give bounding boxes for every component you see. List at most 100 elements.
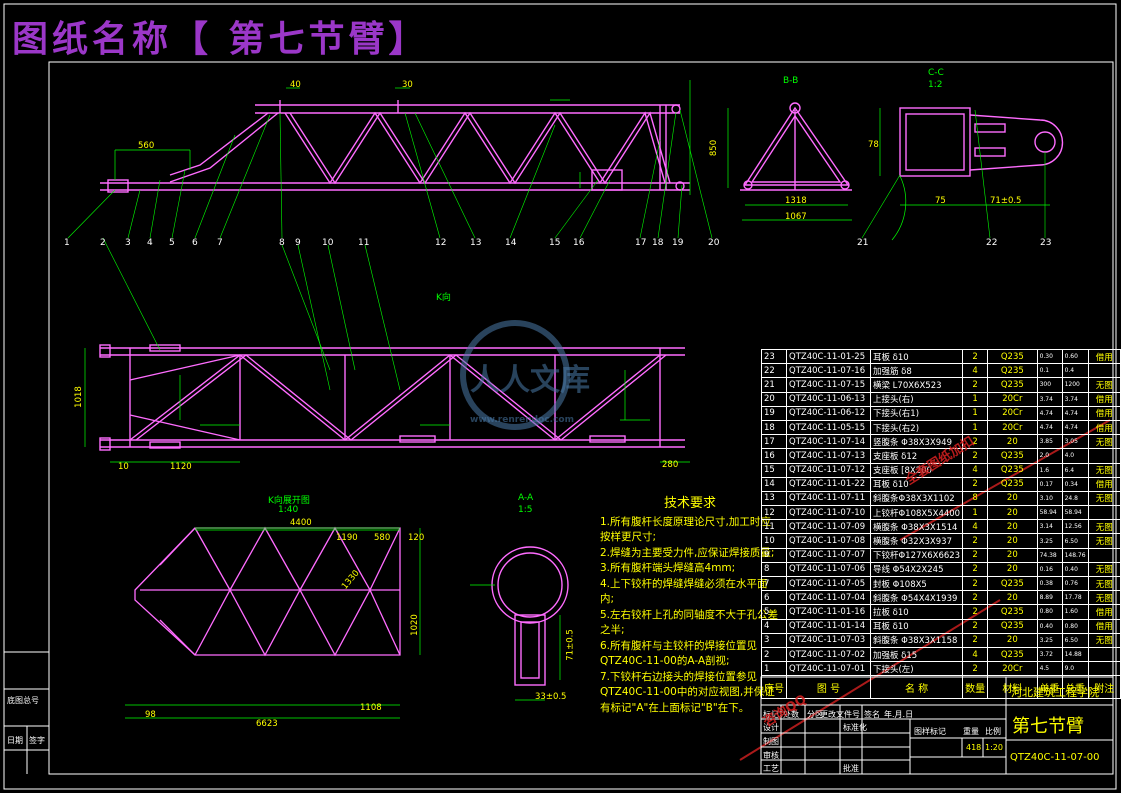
dim-580: 580 bbox=[374, 533, 391, 543]
bom-cell-w2: 12.56 bbox=[1061, 519, 1089, 535]
tb-zone: 分区 bbox=[807, 710, 823, 719]
bom-cell-w2: 1200 bbox=[1061, 377, 1089, 393]
section-aa bbox=[491, 546, 569, 686]
bom-cell-rem: 借用 bbox=[1087, 405, 1121, 421]
bom-cell-name: 斜腹条 Φ38X3X1158 bbox=[869, 632, 964, 648]
title-block-grid bbox=[760, 676, 1114, 775]
bom-cell-qty: 2 bbox=[962, 575, 989, 592]
bom-cell-w2: 0.80 bbox=[1061, 618, 1089, 634]
bom-cell-name: 上接头(右) bbox=[869, 391, 964, 407]
bom-cell-code: QTZ40C-11-07-11 bbox=[786, 490, 871, 507]
tb-standard: 标准化 bbox=[843, 723, 867, 732]
tb-craft: 工艺 bbox=[763, 764, 779, 773]
bom-cell-code: QTZ40C-11-07-16 bbox=[786, 363, 871, 379]
bom-cell-w2: 4.74 bbox=[1061, 405, 1089, 421]
watermark-logo-icon bbox=[460, 320, 570, 430]
bom-cell-no: 4 bbox=[761, 618, 787, 634]
part-name: 第七节臂 bbox=[1012, 716, 1084, 737]
dim-1108: 1108 bbox=[360, 703, 382, 713]
dim-1120: 1120 bbox=[170, 462, 192, 472]
callout-2: 2 bbox=[100, 238, 106, 248]
view-scale-k-expand: 1:40 bbox=[278, 505, 299, 515]
bom-cell-no: 1 bbox=[761, 661, 787, 677]
leader-lines bbox=[67, 109, 1046, 391]
tb-scale-value: 1:20 bbox=[985, 743, 1003, 752]
callout-1: 1 bbox=[64, 238, 70, 248]
tech-req-item: 6.所有腹杆与主铰杆的焊接位置见QTZ40C-11-00的A-A剖视; bbox=[600, 639, 758, 668]
bom-cell-code: QTZ40C-11-06-12 bbox=[786, 405, 871, 421]
tb-mark: 标记 bbox=[763, 710, 779, 719]
bom-cell-name: 上铰杆Φ108X5X4400 bbox=[869, 505, 964, 521]
bom-cell-qty: 1 bbox=[962, 505, 989, 521]
bom-cell-rem bbox=[1087, 505, 1121, 521]
dim-1190: 1190 bbox=[336, 533, 358, 543]
technical-requirements: 技术要求 1.所有腹杆长度原理论尺寸,加工时应按样更尺寸; 2.焊缝为主要受力件… bbox=[600, 496, 780, 716]
bom-cell-qty: 2 bbox=[962, 632, 989, 648]
callout-14: 14 bbox=[505, 238, 517, 248]
bom-cell-rem: 无图 bbox=[1087, 561, 1121, 578]
bom-cell-code: QTZ40C-11-07-07 bbox=[786, 547, 871, 563]
bom-cell-name: 横腹条 Φ32X3X937 bbox=[869, 533, 964, 549]
bom-cell-name: 横梁 L70X6X523 bbox=[869, 377, 964, 393]
bom-cell-qty: 2 bbox=[962, 476, 989, 492]
bom-cell-mat: Q235 bbox=[987, 448, 1038, 464]
tech-req-item: 3.所有腹杆端头焊缝高4mm; bbox=[600, 562, 736, 574]
tech-req-title: 技术要求 bbox=[663, 496, 716, 511]
bom-cell-name: 加强板 δ15 bbox=[869, 646, 964, 663]
bom-cell-w2: 17.78 bbox=[1061, 590, 1089, 606]
bom-cell-mat: 20 bbox=[987, 547, 1038, 563]
bom-cell-w1: 0.30 bbox=[1036, 348, 1063, 365]
bom-cell-mat: 20 bbox=[987, 561, 1038, 578]
bom-cell-mat: Q235 bbox=[987, 348, 1038, 365]
callout-9: 9 bbox=[295, 238, 301, 248]
bom-cell-code: QTZ40C-11-07-08 bbox=[786, 533, 871, 549]
dim-33: 33±0.5 bbox=[535, 692, 567, 702]
dim-30: 30 bbox=[402, 80, 413, 90]
bom-cell-code: QTZ40C-11-01-22 bbox=[786, 476, 871, 492]
bom-cell-mat: 20Cr bbox=[987, 661, 1038, 677]
bom-cell-qty: 4 bbox=[962, 363, 989, 379]
bom-header-mat: 材料 bbox=[987, 675, 1038, 700]
callout-20: 20 bbox=[708, 238, 720, 248]
bom-cell-rem bbox=[1087, 646, 1121, 663]
bom-cell-no: 14 bbox=[761, 476, 787, 492]
bom-cell-rem bbox=[1087, 448, 1121, 464]
dim-1020: 1020 bbox=[409, 614, 420, 636]
bom-cell-code: QTZ40C-11-01-25 bbox=[786, 348, 871, 365]
callout-16: 16 bbox=[573, 238, 585, 248]
tech-req-item: 2.焊缝为主要受力件,应保证焊接质量; bbox=[600, 546, 775, 559]
bom-cell-code: QTZ40C-11-07-13 bbox=[786, 448, 871, 464]
bom-cell-w1: 0.1 bbox=[1036, 363, 1063, 379]
bom-cell-mat: 20 bbox=[987, 519, 1038, 535]
bom-cell-mat: 20 bbox=[987, 533, 1038, 549]
bom-cell-mat: Q235 bbox=[987, 377, 1038, 393]
callout-7: 7 bbox=[217, 238, 223, 248]
bom-cell-code: QTZ40C-11-07-15 bbox=[786, 377, 871, 393]
bom-cell-mat: 20 bbox=[987, 590, 1038, 606]
bom-cell-mat: Q235 bbox=[987, 462, 1038, 478]
bom-cell-code: QTZ40C-11-07-05 bbox=[786, 575, 871, 592]
bom-cell-no: 9 bbox=[761, 547, 787, 563]
bom-cell-code: QTZ40C-11-07-03 bbox=[786, 632, 871, 648]
dim-71b: 71±0.5 bbox=[565, 629, 576, 661]
dim-40: 40 bbox=[290, 80, 301, 90]
bom-cell-code: QTZ40C-11-01-16 bbox=[786, 604, 871, 620]
bom-cell-w2: 24.8 bbox=[1061, 490, 1089, 507]
bom-cell-name: 下接头(右1) bbox=[869, 405, 964, 421]
bom-cell-rem bbox=[1087, 547, 1121, 563]
callout-12: 12 bbox=[435, 238, 447, 248]
bom-cell-w1: 3.72 bbox=[1036, 646, 1063, 663]
bom-header-no: 序号 bbox=[761, 675, 787, 700]
